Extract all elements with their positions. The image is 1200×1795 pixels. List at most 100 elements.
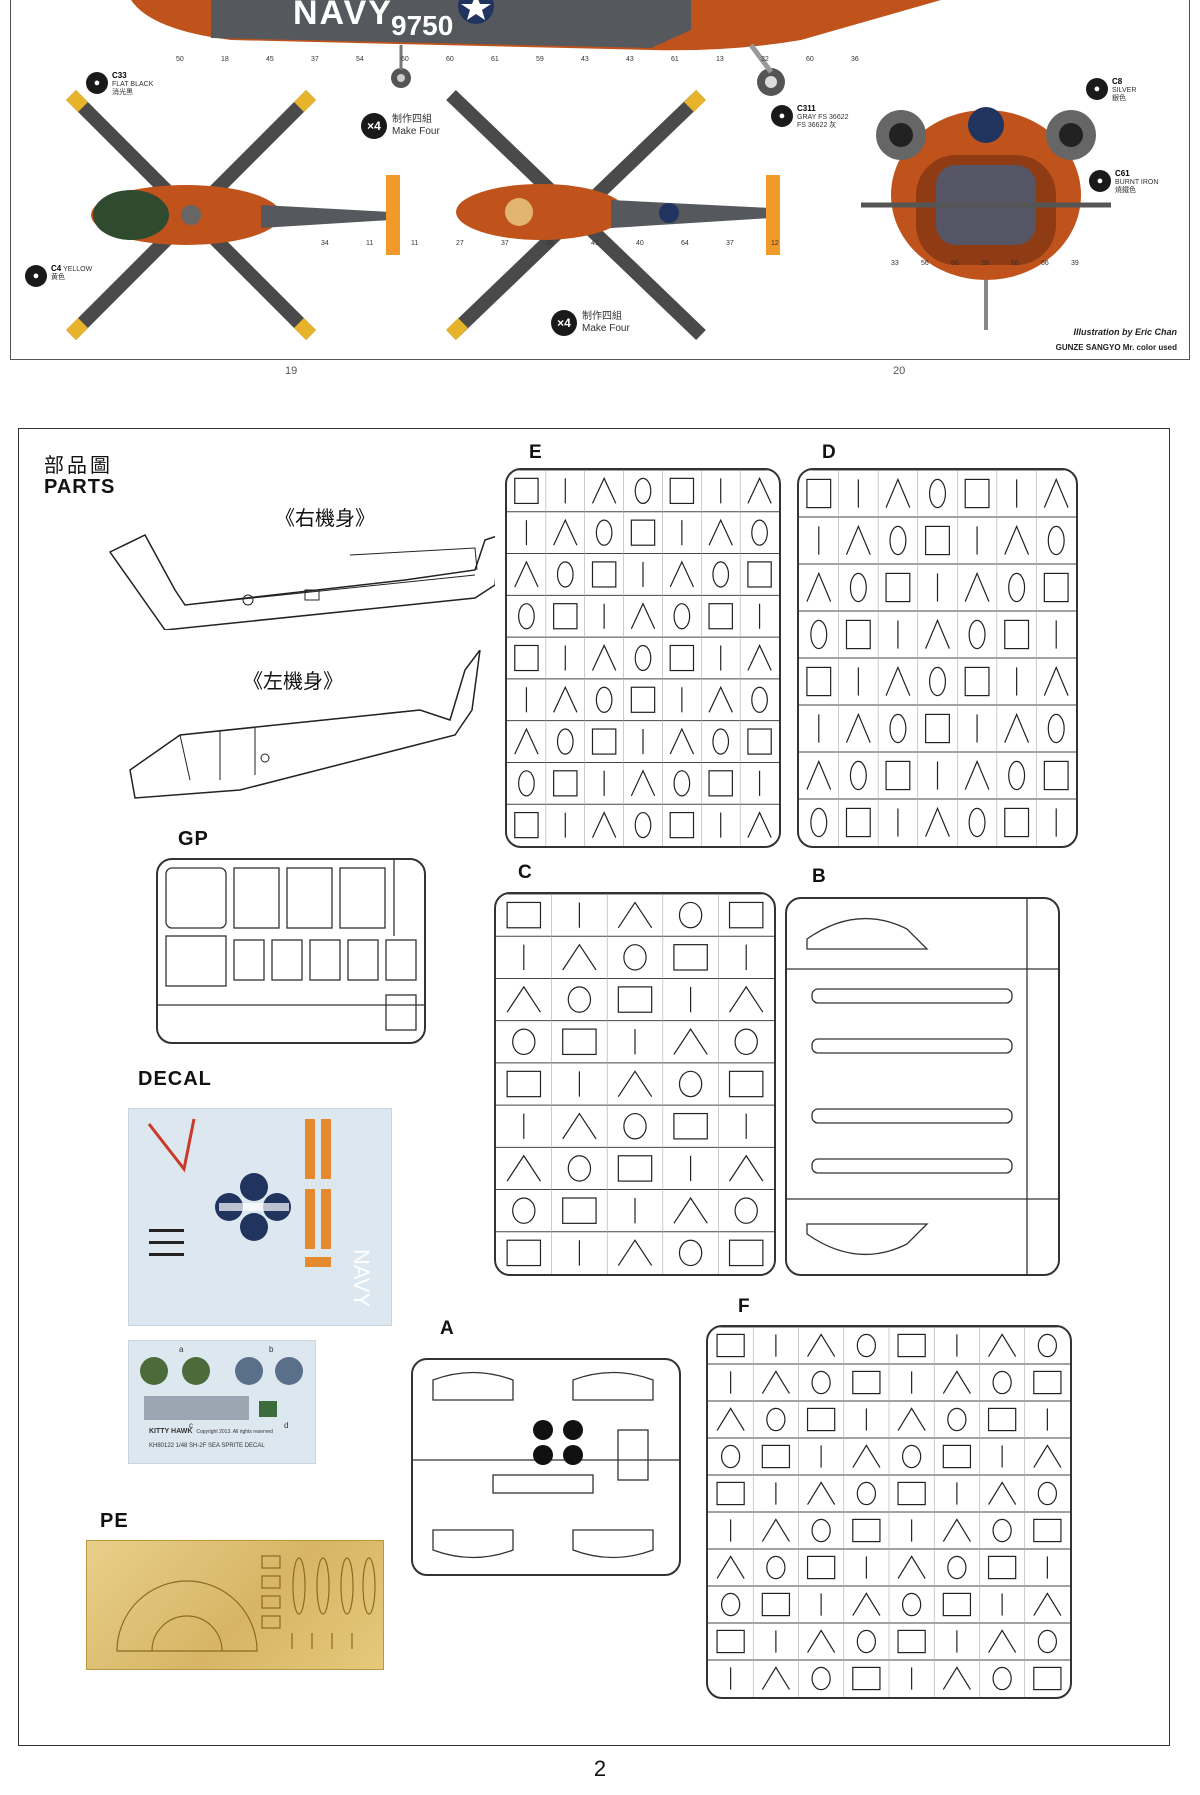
sprue-part [806, 759, 832, 790]
sprue-part [595, 519, 613, 546]
sprue-part [845, 524, 871, 555]
paint-icon: ● [771, 105, 793, 127]
part-number-label: 27 [456, 240, 464, 247]
decal-product-code: KH80122 1/48 SH-2F SEA SPRITE DECAL [149, 1443, 265, 1449]
sprue-part [514, 560, 539, 588]
sprue-part [562, 943, 597, 971]
sprue-label-a: A [440, 1318, 454, 1339]
sprue-part [852, 1518, 881, 1543]
previous-spread-panel: ● C33 FLAT BLACK 消光黑 ● C4 YELLOW 黄色 ● C3… [10, 0, 1190, 360]
part-number-label: 37 [501, 240, 509, 247]
sprue-part [751, 519, 768, 546]
sprue-part [747, 476, 772, 504]
sprue-part [806, 478, 832, 509]
sprue-part [506, 1239, 542, 1267]
sprue-part [562, 1028, 597, 1056]
sprue-part [729, 985, 764, 1013]
part-number-label: 66 [951, 260, 959, 267]
sprue-e-parts [507, 470, 779, 846]
sprue-part [852, 1666, 881, 1691]
sprue-part [567, 1155, 592, 1182]
part-number-label: 33 [891, 260, 899, 267]
front-view-helicopter [861, 107, 1111, 330]
part-number-label: 34 [321, 240, 329, 247]
part-number-label: 32 [761, 56, 769, 63]
left-hull-label: 《左機身》 [243, 669, 343, 693]
page-number-19: 19 [285, 365, 298, 377]
sprue-part [852, 1444, 881, 1468]
make-four-note-upper: ×4 制作四組 Make Four [361, 113, 440, 139]
sprue-part [761, 1666, 790, 1690]
sprue-part [885, 572, 911, 603]
sprue-part [514, 477, 539, 505]
sprue-part [988, 1629, 1017, 1653]
sprue-part [630, 519, 656, 546]
sprue-part [901, 1444, 922, 1469]
national-insignia [215, 1173, 291, 1241]
sprue-part [807, 1629, 836, 1653]
sprue-part [518, 603, 535, 630]
sprue-part [630, 686, 656, 713]
decal-label: DECAL [138, 1068, 212, 1090]
sprue-part [810, 807, 828, 838]
sprue-part [512, 1197, 536, 1224]
sprue-part [617, 901, 653, 929]
sprue-part [708, 603, 733, 630]
part-number-label: 11 [411, 240, 419, 247]
sprue-part [1043, 665, 1069, 696]
sprue-part [553, 603, 578, 630]
sprue-part [845, 619, 871, 650]
sprue-part [617, 1155, 653, 1182]
sprue-part [806, 666, 832, 697]
part-number-label: 60 [446, 56, 454, 63]
right-hull-label: 《右機身》 [275, 506, 375, 530]
sprue-part [734, 1197, 758, 1224]
sprue-part [747, 644, 772, 671]
sprue-part [925, 713, 950, 744]
part-number-label: 56 [921, 260, 929, 267]
sprue-part [811, 1666, 831, 1691]
gp-label: GP [178, 828, 209, 850]
sprue-part [1043, 477, 1069, 508]
sprue-part [556, 728, 574, 755]
sprue-part [673, 603, 691, 630]
sprue-part [669, 644, 695, 672]
sprue-c-parts [496, 894, 774, 1274]
sprue-part [1033, 1518, 1062, 1543]
sprue-part [849, 572, 867, 603]
sprue-part [1033, 1444, 1062, 1468]
sprue-part [988, 1481, 1017, 1505]
part-number-label: 12 [771, 240, 779, 247]
sprue-part [716, 1407, 745, 1431]
sprue-part [987, 1555, 1017, 1580]
sprue-part [623, 944, 647, 971]
sprue-part [810, 619, 828, 650]
part-number-label: 64 [681, 240, 689, 247]
sprue-a [411, 1358, 681, 1576]
sprue-label-b: B [812, 866, 826, 887]
part-number-label: 59 [536, 56, 544, 63]
part-number-label: 54 [356, 56, 364, 63]
sprue-part [591, 561, 617, 588]
sprue-part [747, 811, 772, 838]
decal-brand: KITTY HAWK Copyright 2013. All rights re… [149, 1428, 273, 1435]
sprue-part [514, 811, 539, 839]
sprue-part [751, 686, 768, 713]
sprue-part [623, 1112, 647, 1140]
sprue-part [673, 1112, 708, 1140]
sprue-part [806, 1407, 836, 1432]
sprue-part [630, 769, 656, 797]
sprue-part [673, 1028, 708, 1055]
paint-callout-burnt-iron: ● C61 BURNT IRON 燒鐵色 [1089, 170, 1158, 195]
part-number-label: 18 [221, 56, 229, 63]
decal-marking-a: a [179, 1345, 184, 1354]
sprue-part [720, 1444, 741, 1469]
sprue-part [1037, 1481, 1058, 1506]
sprue-part [856, 1333, 877, 1358]
sprue-part [512, 1028, 536, 1056]
sprue-part [506, 985, 541, 1013]
sprue-part [553, 685, 578, 713]
part-number-label: 61 [491, 56, 499, 63]
sprue-label-c: C [518, 862, 532, 883]
sprue-part [634, 477, 652, 505]
